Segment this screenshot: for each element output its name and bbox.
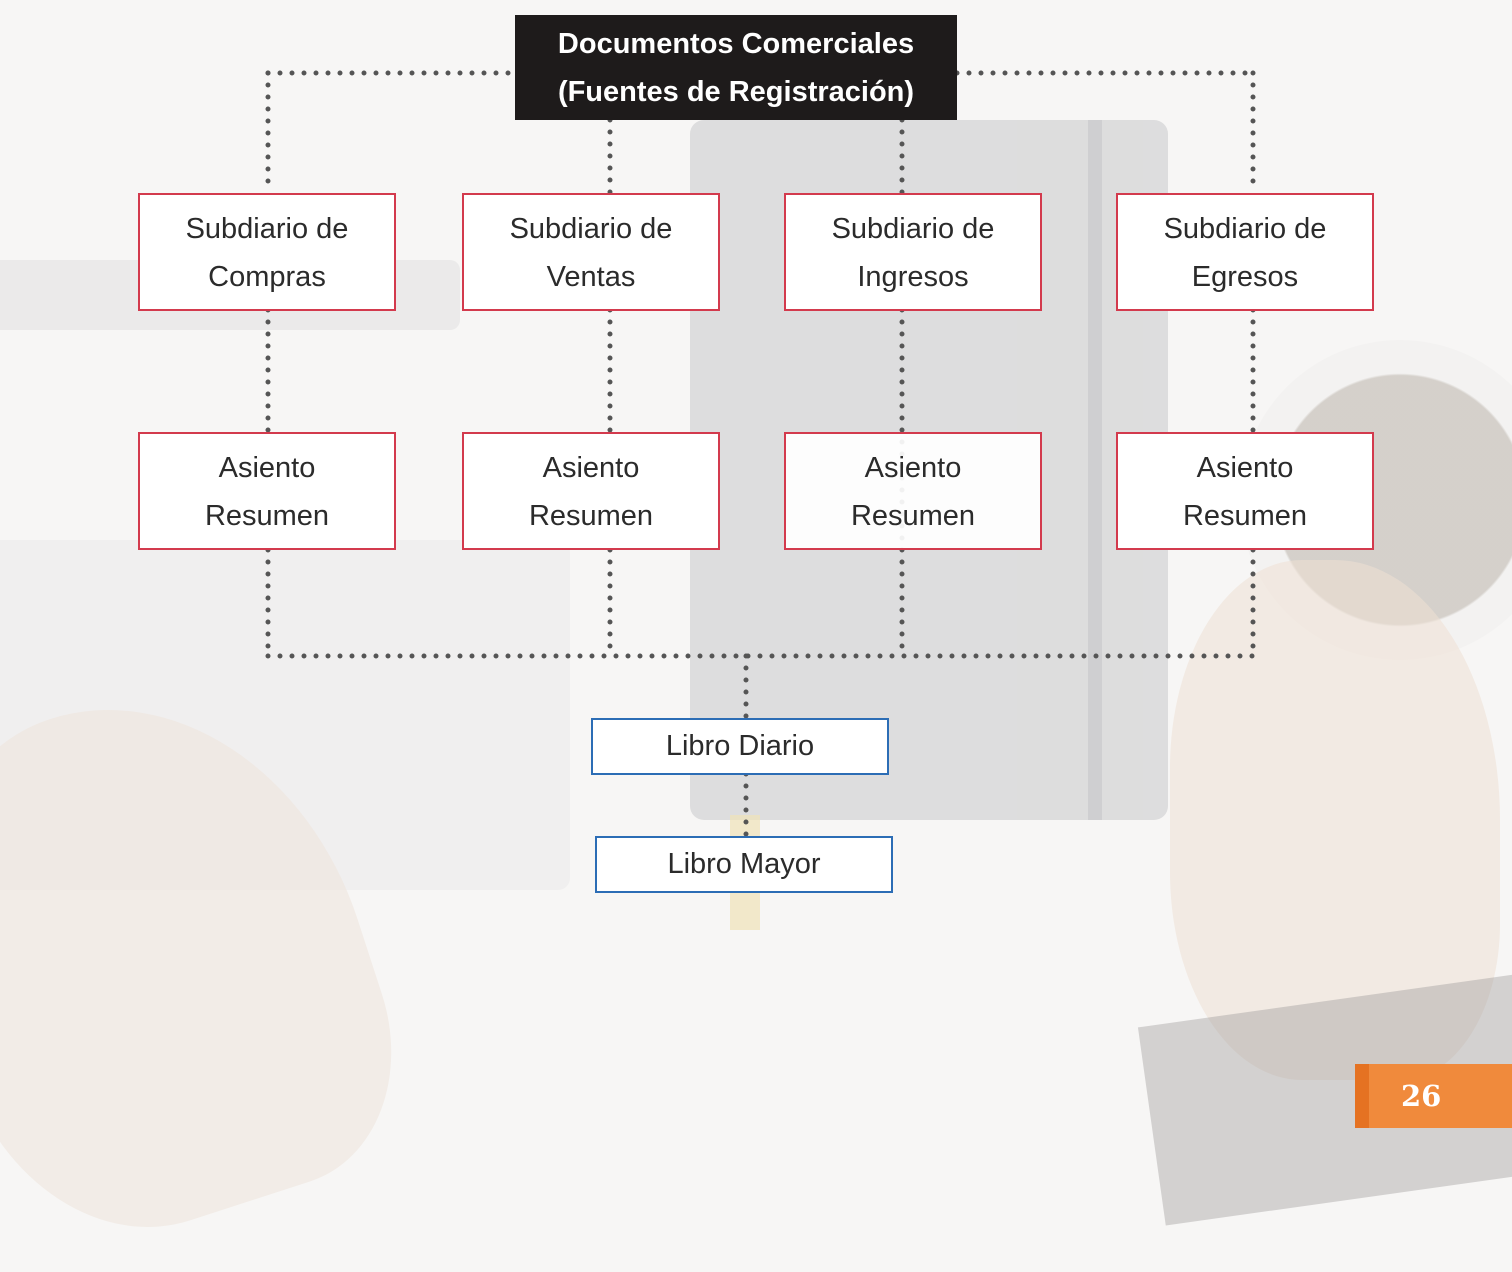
node-asiento-resumen-compras: Asiento Resumen [138, 432, 396, 550]
page-number-badge: 26 [1355, 1064, 1512, 1128]
node-label: Libro Diario [665, 730, 815, 762]
node-label: Subdiario de [185, 213, 349, 245]
node-label: Asiento [1196, 452, 1294, 484]
node-subdiario-ingresos: Subdiario de Ingresos [784, 193, 1042, 311]
node-subdiario-compras: Subdiario de Compras [138, 193, 396, 311]
node-label: Ingresos [857, 261, 969, 293]
background-right-hand [1170, 560, 1500, 1080]
node-label: Resumen [528, 500, 654, 532]
page-number: 26 [1401, 1079, 1442, 1113]
node-asiento-resumen-egresos: Asiento Resumen [1116, 432, 1374, 550]
node-label: Subdiario de [509, 213, 673, 245]
node-label: Libro Mayor [667, 848, 821, 880]
node-libro-diario: Libro Diario [591, 718, 889, 775]
title-line-1: Documentos Comerciales [557, 28, 915, 60]
node-label: Resumen [1182, 500, 1308, 532]
node-label: Ventas [546, 261, 636, 293]
title-line-2: (Fuentes de Registración) [557, 76, 915, 108]
node-subdiario-egresos: Subdiario de Egresos [1116, 193, 1374, 311]
node-label: Asiento [218, 452, 316, 484]
node-label: Subdiario de [1163, 213, 1327, 245]
node-label: Resumen [204, 500, 330, 532]
node-label: Asiento [542, 452, 640, 484]
node-subdiario-ventas: Subdiario de Ventas [462, 193, 720, 311]
node-label: Asiento [864, 452, 962, 484]
node-asiento-resumen-ventas: Asiento Resumen [462, 432, 720, 550]
diagram-title: Documentos Comerciales (Fuentes de Regis… [515, 15, 957, 120]
node-asiento-resumen-ingresos: Asiento Resumen [784, 432, 1042, 550]
node-libro-mayor: Libro Mayor [595, 836, 893, 893]
dotted-connectors [265, 70, 1256, 839]
node-label: Egresos [1191, 261, 1299, 293]
node-label: Compras [208, 261, 326, 293]
node-label: Subdiario de [831, 213, 995, 245]
node-label: Resumen [850, 500, 976, 532]
